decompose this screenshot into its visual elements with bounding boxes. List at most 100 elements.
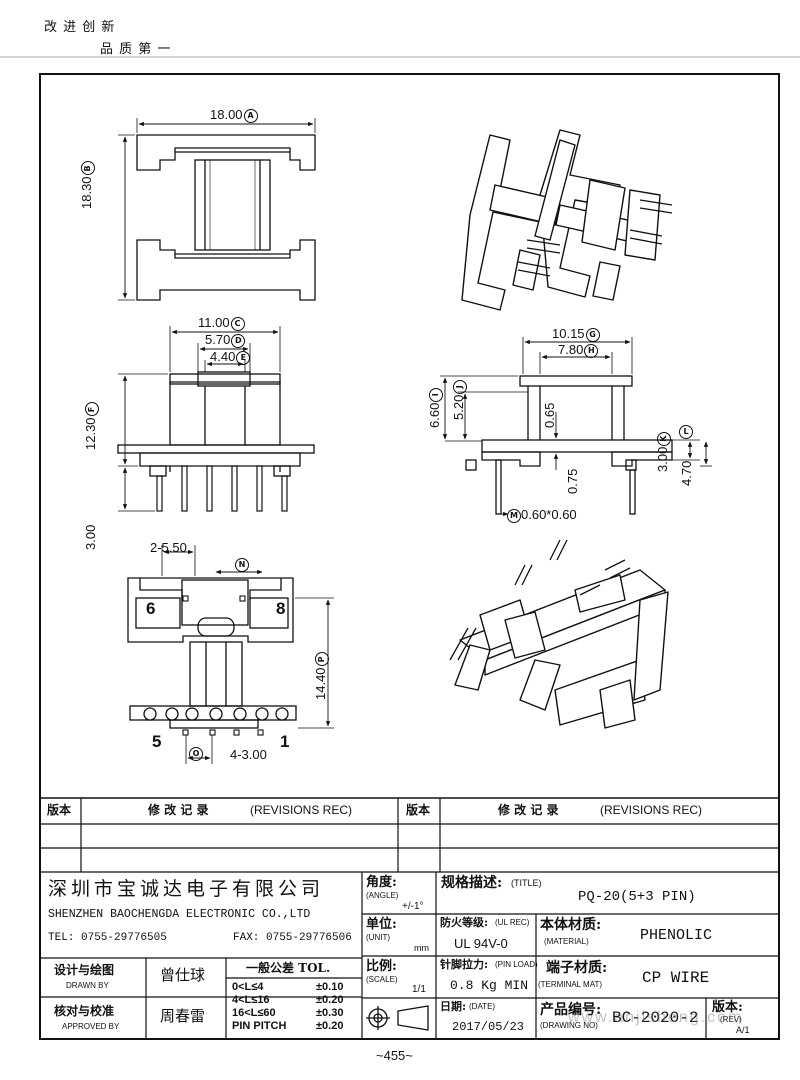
tol-val-0: ±0.10 bbox=[316, 981, 344, 993]
date-label-en: (DATE) bbox=[469, 1002, 496, 1011]
tol-val-2: ±0.30 bbox=[316, 1007, 344, 1019]
bottom-pin-squares bbox=[182, 595, 264, 736]
date-label-cn: 日期: bbox=[440, 1000, 467, 1013]
unit-value: mm bbox=[414, 943, 429, 953]
rev-value: A/1 bbox=[736, 1025, 750, 1035]
dim-N-circle: N bbox=[234, 557, 249, 572]
company-name-cn: 深圳市宝诚达电子有限公司 bbox=[48, 878, 325, 900]
angle-value: +/-1° bbox=[402, 901, 424, 912]
terminal-value: CP WIRE bbox=[642, 969, 710, 987]
iso-view-1-pins bbox=[517, 199, 673, 277]
angle-label-en: (ANGLE) bbox=[366, 891, 399, 900]
dim-N-label: 2-5.50 bbox=[150, 540, 187, 555]
slogan-line-1: 改 进 创 新 bbox=[44, 20, 116, 35]
tol-range-3: PIN PITCH bbox=[232, 1020, 287, 1032]
rev-label-en: (REV) bbox=[720, 1015, 742, 1024]
dim-J-label: 5.20J bbox=[451, 379, 467, 420]
drawing-frame bbox=[39, 73, 780, 1040]
pin-label-1: 1 bbox=[280, 732, 290, 751]
company-name-en: SHENZHEN BAOCHENGDA ELECTRONIC CO.,LTD bbox=[48, 908, 311, 921]
dim-K-label: 3.00K bbox=[655, 431, 671, 472]
dim-075-label: 0.75 bbox=[565, 468, 580, 494]
tol-range-2: 16<L≤60 bbox=[232, 1007, 276, 1019]
tol-val-1: ±0.20 bbox=[316, 994, 344, 1006]
dim-L-value: 4.70 bbox=[679, 460, 694, 486]
dim-P-label: 14.40P bbox=[313, 652, 329, 700]
title-block-grid bbox=[40, 798, 779, 1039]
title-label-en: (TITLE) bbox=[511, 878, 542, 888]
scale-label-cn: 比例: bbox=[366, 959, 397, 974]
view-front bbox=[117, 371, 315, 477]
dim-065-label: 0.65 bbox=[542, 402, 557, 428]
drawn-label-cn: 设计与绘图 bbox=[54, 963, 115, 977]
approved-label-cn: 核对与校准 bbox=[54, 1004, 115, 1018]
bottom-pin-circles bbox=[143, 707, 289, 721]
dim-O-circle: O bbox=[188, 746, 203, 761]
rev-label-cn: 版本: bbox=[712, 1000, 743, 1015]
approved-label-en: APPROVED BY bbox=[62, 1022, 120, 1031]
unit-label-cn: 单位: bbox=[366, 917, 397, 932]
rev-col-record-left: 修 改 记 录 bbox=[148, 803, 209, 817]
ul-value: UL 94V-0 bbox=[454, 936, 508, 951]
terminal-label-cn: 端子材质: bbox=[546, 960, 608, 976]
ul-label-cn: 防火等级: bbox=[440, 916, 489, 929]
pinload-label-en: (PIN LOAD) bbox=[495, 960, 538, 969]
pin-label-6: 6 bbox=[146, 599, 156, 618]
projection-symbol bbox=[366, 1005, 429, 1031]
material-label-cn: 本体材质: bbox=[540, 917, 602, 933]
dim-L-circle: L bbox=[678, 424, 693, 439]
tol-range-1: 4<L≤16 bbox=[232, 994, 270, 1006]
dim-pin-label: 3.00 bbox=[83, 524, 98, 550]
iso-view-2-pins bbox=[449, 539, 631, 661]
rev-col-version-left: 版本 bbox=[47, 803, 72, 817]
title-value: PQ-20(5+3 PIN) bbox=[578, 889, 696, 905]
drawingno-value: BC-2020-2 bbox=[612, 1009, 699, 1027]
dim-O-label: 4-3.00 bbox=[230, 747, 267, 762]
view-bottom bbox=[127, 577, 297, 729]
front-pins bbox=[156, 465, 288, 512]
pinload-label-cn: 针脚拉力: bbox=[440, 958, 489, 971]
tol-val-3: ±0.20 bbox=[316, 1020, 344, 1032]
dim-B-label: 18.30B bbox=[79, 161, 95, 209]
scale-label-en: (SCALE) bbox=[366, 975, 398, 984]
tol-range-0: 0<L≤4 bbox=[232, 981, 264, 993]
material-label-en: (MATERIAL) bbox=[544, 937, 589, 946]
material-value: PHENOLIC bbox=[640, 927, 713, 944]
drawn-name: 曾仕球 bbox=[160, 966, 206, 984]
company-tel: TEL: 0755-29776505 bbox=[48, 932, 167, 944]
view-side bbox=[445, 375, 673, 515]
rev-col-version-right: 版本 bbox=[406, 803, 431, 817]
dim-F-label: 12.30F bbox=[83, 402, 99, 450]
ul-label-en: (UL REC) bbox=[495, 918, 530, 927]
pinload-value: 0.8 Kg MIN bbox=[450, 978, 529, 993]
tol-title: 一般公差 TOL. bbox=[246, 961, 331, 975]
pin-label-8: 8 bbox=[276, 599, 286, 618]
rev-col-record-right: 修 改 记 录 bbox=[498, 803, 559, 817]
iso-view-2 bbox=[454, 569, 669, 729]
drawingno-label-en: (DRAWING NO) bbox=[540, 1021, 598, 1030]
page-number: ~455~ bbox=[376, 1048, 413, 1063]
title-label-cn: 规格描述: bbox=[441, 875, 503, 891]
dim-I-label: 6.60I bbox=[427, 387, 443, 428]
angle-label-cn: 角度: bbox=[366, 875, 397, 890]
date-value: 2017/05/23 bbox=[452, 1020, 525, 1034]
view-top bbox=[136, 134, 316, 301]
slogan-line-2: 品 质 第 一 bbox=[100, 42, 172, 57]
pin-label-5: 5 bbox=[152, 732, 162, 751]
iso-view-1 bbox=[461, 129, 661, 311]
approved-name: 周春雷 bbox=[160, 1007, 206, 1025]
drawingno-label-cn: 产品编号: bbox=[540, 1002, 602, 1018]
watermark: www.ahjisheng.com bbox=[568, 1009, 744, 1026]
scale-value: 1/1 bbox=[412, 984, 426, 995]
terminal-label-en: (TERMINAL MAT) bbox=[538, 980, 602, 989]
rev-col-record-en-right: (REVISIONS REC) bbox=[600, 803, 703, 817]
rev-col-record-en-left: (REVISIONS REC) bbox=[250, 803, 353, 817]
